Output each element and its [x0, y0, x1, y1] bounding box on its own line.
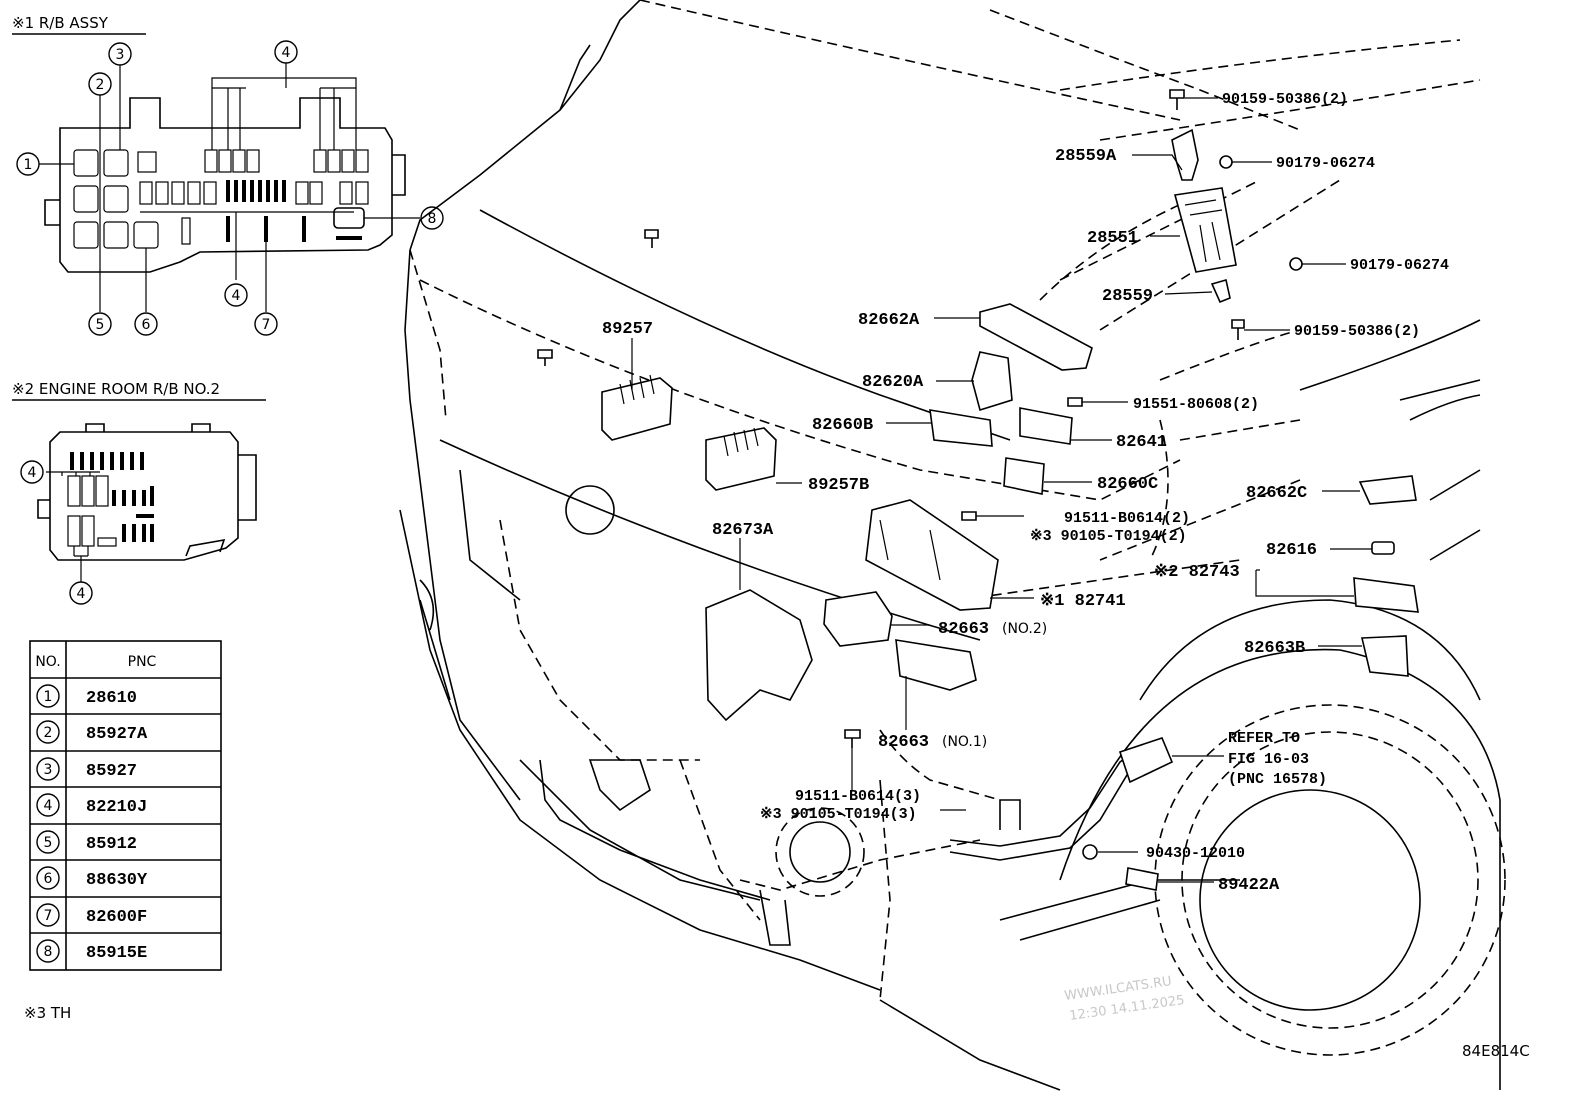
- label-90159-bottom: 90159-50386(2): [1294, 323, 1420, 340]
- label-82662A: 82662A: [858, 311, 920, 330]
- callout-4-top: 4: [282, 45, 291, 61]
- table-header-pnc: PNC: [128, 654, 157, 670]
- label-90159-top: 90159-50386(2): [1222, 91, 1348, 108]
- callout-4-bottom: 4: [232, 288, 241, 304]
- callout-5: 5: [96, 317, 105, 333]
- label-91511-bottom: 91511-B0614(3): [795, 788, 921, 805]
- label-82660B: 82660B: [812, 416, 873, 435]
- label-82662C: 82662C: [1246, 484, 1307, 503]
- label-82616: 82616: [1266, 541, 1317, 560]
- callout-1: 1: [24, 157, 33, 173]
- table-row-pnc: 82600F: [86, 908, 147, 927]
- label-82620A: 82620A: [862, 373, 924, 392]
- leader-lines: [631, 97, 1372, 883]
- refer-line2: FIG 16-03: [1228, 751, 1309, 768]
- table-row-no: 6: [44, 871, 53, 887]
- label-28559: 28559: [1102, 287, 1153, 306]
- label-82663-no1-suffix: (NO.1): [942, 734, 987, 750]
- label-90179-mid: 90179-06274: [1350, 257, 1449, 274]
- part-labels: 90159-50386(2) 28559A 90179-06274 28551 …: [602, 91, 1449, 895]
- label-90430: 90430-12010: [1146, 845, 1245, 862]
- table-row-no: 7: [44, 908, 53, 924]
- callout-8: 8: [428, 211, 437, 227]
- label-82663-no2-suffix: (NO.2): [1002, 621, 1047, 637]
- table-row-no: 1: [44, 689, 53, 705]
- label-89422A: 89422A: [1218, 876, 1280, 895]
- table-row-pnc: 85912: [86, 835, 137, 854]
- label-89257B: 89257B: [808, 476, 869, 495]
- label-28559A: 28559A: [1055, 147, 1117, 166]
- table-row-pnc: 85927: [86, 762, 137, 781]
- table-row-pnc: 28610: [86, 689, 137, 708]
- label-28551: 28551: [1087, 229, 1138, 248]
- diagram-code: 84E814C: [1462, 1042, 1530, 1060]
- part-shapes: [537, 89, 1419, 891]
- label-82673A: 82673A: [712, 521, 774, 540]
- rb-assy-title: ※1 R/B ASSY: [12, 14, 109, 32]
- label-82660C: 82660C: [1097, 475, 1158, 494]
- table-row-no: 2: [44, 725, 53, 741]
- engine-rb-title: ※2 ENGINE ROOM R/B NO.2: [12, 380, 220, 398]
- callout-4-er-top: 4: [28, 465, 37, 481]
- table-row-pnc: 88630Y: [86, 871, 148, 890]
- label-90179-top: 90179-06274: [1276, 155, 1375, 172]
- table-row-no: 8: [44, 944, 53, 960]
- label-90105-bottom: ※3 90105-T0194(3): [760, 806, 917, 823]
- table-row-no: 4: [44, 798, 53, 814]
- footnote: ※3 TH: [24, 1004, 71, 1022]
- label-90105-top: ※3 90105-T0194(2): [1030, 528, 1187, 545]
- callout-6: 6: [142, 317, 151, 333]
- table-row-pnc: 85927A: [86, 725, 148, 744]
- callout-4-er-bottom: 4: [77, 586, 86, 602]
- rb-assy-inset: ※1 R/B ASSY: [12, 14, 444, 336]
- vehicle-outline: [399, 0, 1506, 1091]
- table-row-pnc: 82210J: [86, 798, 147, 817]
- pnc-table: NO. PNC 1 28610 2 85927A 3 85927 4 82210…: [29, 640, 222, 971]
- callout-3: 3: [116, 47, 125, 63]
- callout-7: 7: [262, 317, 271, 333]
- label-82663B: 82663B: [1244, 639, 1305, 658]
- label-82741: ※1 82741: [1040, 592, 1126, 611]
- label-91551: 91551-80608(2): [1133, 396, 1259, 413]
- label-82743: ※2 82743: [1154, 563, 1240, 582]
- refer-line1: REFER TO: [1228, 730, 1300, 747]
- label-82641: 82641: [1116, 433, 1167, 452]
- table-row-no: 5: [44, 835, 53, 851]
- refer-line3: (PNC 16578): [1228, 771, 1327, 788]
- label-82663-no1: 82663: [878, 733, 929, 752]
- table-header-no: NO.: [35, 654, 60, 670]
- label-89257: 89257: [602, 320, 653, 339]
- table-row-no: 3: [44, 762, 53, 778]
- table-row-pnc: 85915E: [86, 944, 147, 963]
- callout-2: 2: [96, 77, 105, 93]
- label-91511-top: 91511-B0614(2): [1064, 510, 1190, 527]
- engine-room-rb-inset: ※2 ENGINE ROOM R/B NO.2 4 4: [12, 380, 266, 605]
- label-82663-no2: 82663: [938, 620, 989, 639]
